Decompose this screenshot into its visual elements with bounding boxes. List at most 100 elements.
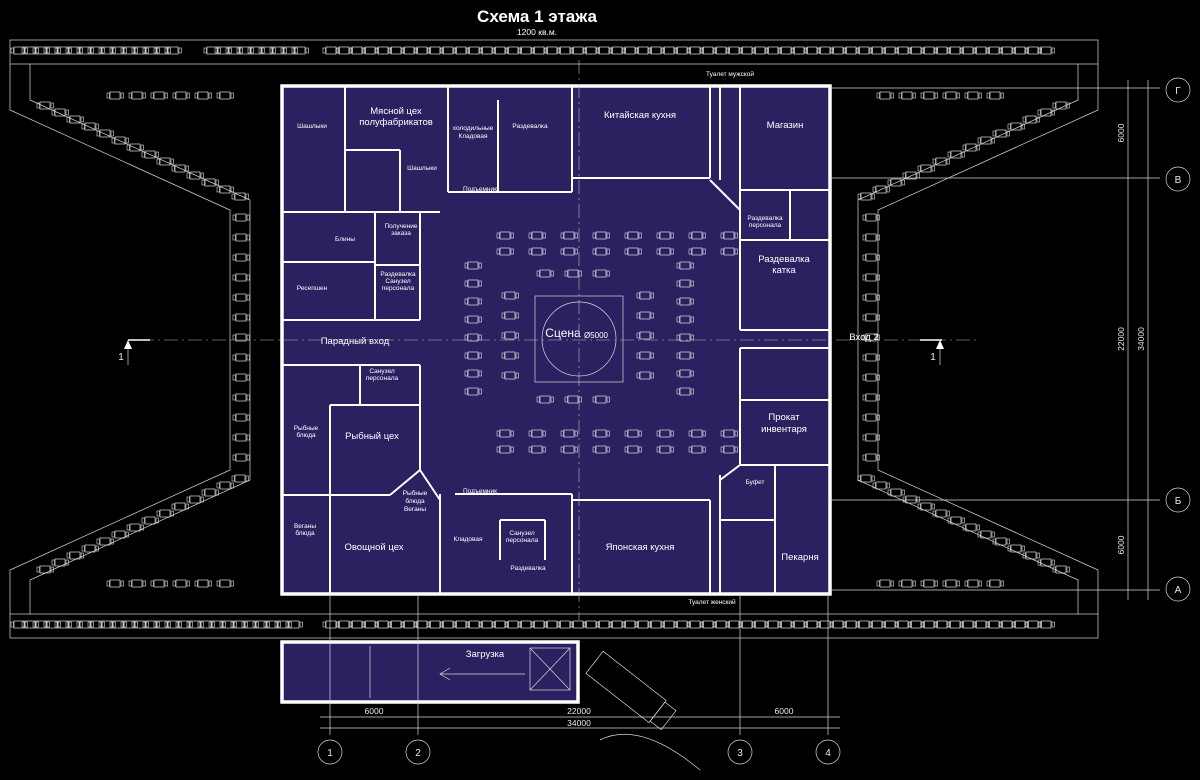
chair-icon [230, 482, 234, 489]
table-icon [244, 620, 256, 629]
table-icon [949, 46, 961, 55]
chair-icon [636, 312, 640, 319]
chair-icon [245, 193, 249, 200]
table-icon [572, 46, 584, 55]
chair-icon [636, 332, 640, 339]
chair-icon [690, 280, 694, 287]
chair-icon [901, 179, 905, 186]
table-icon [211, 620, 223, 629]
table-icon [691, 429, 703, 438]
chair-icon [872, 186, 876, 193]
table-icon [325, 46, 337, 55]
table-icon [865, 213, 877, 222]
terrace-tables [10, 46, 1070, 629]
chair-icon [501, 312, 505, 319]
chair-icon [920, 47, 924, 54]
room-shop: Магазин [767, 120, 804, 131]
chair-icon [636, 372, 640, 379]
chair-icon [606, 270, 610, 277]
chair-icon [842, 621, 846, 628]
chair-icon [977, 531, 981, 538]
table-icon [112, 620, 124, 629]
chair-icon [634, 621, 638, 628]
table-icon [206, 46, 218, 55]
chair-icon [932, 158, 936, 165]
chair-icon [76, 621, 80, 628]
chair-icon [68, 47, 72, 54]
chair-icon [145, 621, 149, 628]
table-icon [266, 620, 278, 629]
chair-icon [246, 274, 250, 281]
chair-icon [606, 248, 610, 255]
chair-icon [216, 186, 220, 193]
table-icon [819, 620, 831, 629]
axis-bubble-b: Б [1165, 487, 1191, 513]
chair-icon [232, 234, 236, 241]
chair-icon [876, 294, 880, 301]
chair-icon [624, 430, 628, 437]
chair-icon [1066, 566, 1070, 573]
table-icon [935, 157, 947, 166]
chair-icon [231, 193, 235, 200]
table-icon [637, 620, 649, 629]
axis-bubble-1: 1 [317, 739, 343, 765]
table-icon [832, 46, 844, 55]
table-icon [679, 369, 691, 378]
table-icon [767, 46, 779, 55]
chair-icon [232, 314, 236, 321]
chair-icon [876, 394, 880, 401]
chair-icon [1051, 109, 1055, 116]
table-icon [1040, 620, 1052, 629]
table-icon [178, 620, 190, 629]
table-icon [90, 620, 102, 629]
table-icon [679, 351, 691, 360]
chair-icon [932, 510, 936, 517]
chair-icon [241, 621, 245, 628]
chair-icon [478, 621, 482, 628]
chair-icon [887, 179, 891, 186]
chair-icon [1037, 47, 1041, 54]
chair-icon [1052, 102, 1056, 109]
chair-icon [536, 270, 540, 277]
table-icon [144, 516, 156, 525]
chair-icon [175, 621, 179, 628]
chair-icon [141, 517, 145, 524]
table-icon [936, 620, 948, 629]
chair-icon [931, 165, 935, 172]
chair-icon [650, 332, 654, 339]
chair-icon [123, 47, 127, 54]
chair-icon [232, 354, 236, 361]
table-icon [728, 46, 740, 55]
chair-icon [1024, 621, 1028, 628]
chair-icon [688, 446, 692, 453]
chair-icon [660, 47, 664, 54]
table-icon [595, 395, 607, 404]
table-icon [897, 46, 909, 55]
chair-icon [998, 47, 1002, 54]
table-icon [272, 46, 284, 55]
chair-icon [156, 621, 160, 628]
chair-icon [898, 580, 902, 587]
chair-icon [155, 517, 159, 524]
chair-icon [650, 292, 654, 299]
table-icon [377, 620, 389, 629]
chair-icon [283, 47, 287, 54]
chair-icon [978, 92, 982, 99]
chair-icon [101, 47, 105, 54]
chair-icon [964, 92, 968, 99]
chair-icon [977, 137, 981, 144]
table-icon [989, 91, 1001, 100]
table-icon [467, 315, 479, 324]
chair-icon [142, 580, 146, 587]
interior-walls [282, 86, 830, 594]
chair-icon [862, 214, 866, 221]
svg-text:34000: 34000 [1136, 327, 1146, 351]
chair-icon [1037, 621, 1041, 628]
table-icon [1055, 101, 1067, 110]
chair-icon [592, 446, 596, 453]
table-icon [504, 331, 516, 340]
chair-icon [478, 388, 482, 395]
chair-icon [36, 566, 40, 573]
chair-icon [51, 559, 55, 566]
chair-icon [606, 446, 610, 453]
